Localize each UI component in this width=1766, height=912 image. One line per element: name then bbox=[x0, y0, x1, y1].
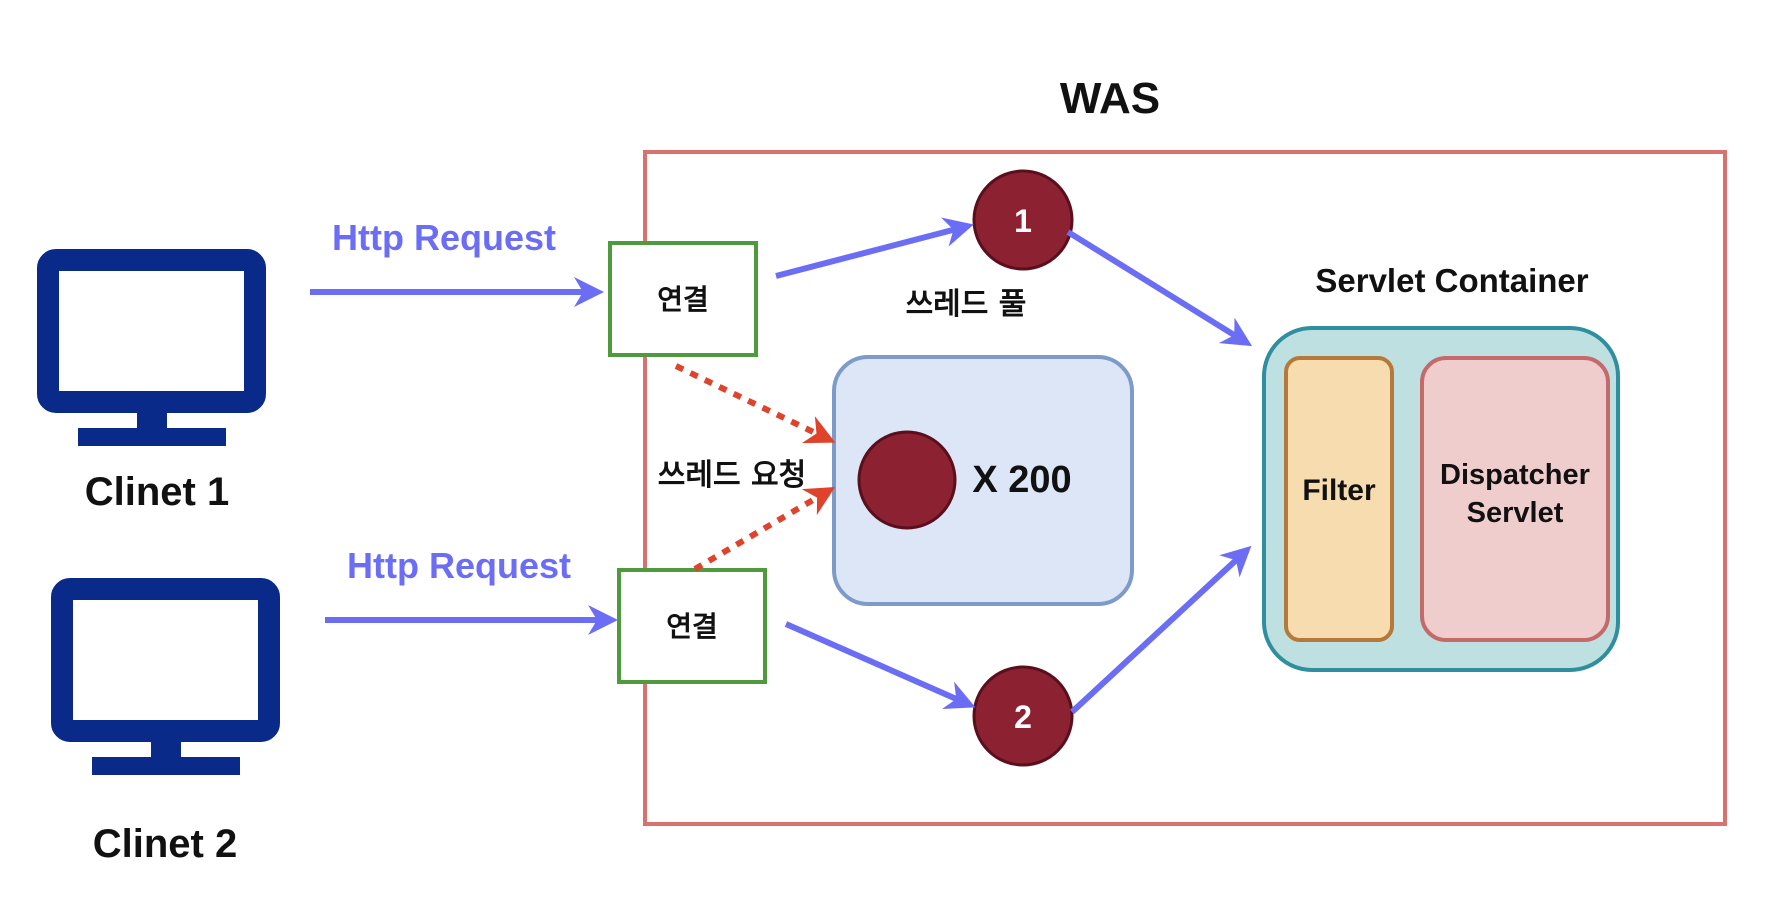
thread-1-to-container-arrow bbox=[1066, 229, 1253, 347]
connection-to-thread-1-arrow bbox=[775, 217, 974, 279]
connection-box-2 bbox=[617, 568, 767, 684]
was-boundary bbox=[643, 150, 1727, 826]
connection-to-thread-2-arrow bbox=[784, 621, 976, 710]
dispatcher-servlet-box bbox=[1420, 356, 1610, 642]
servlet-container-title: Servlet Container bbox=[1315, 262, 1588, 299]
thread-1-icon bbox=[972, 169, 1074, 271]
thread-pool-box bbox=[832, 355, 1134, 606]
filter-box bbox=[1284, 356, 1394, 642]
was-title: WAS bbox=[1060, 74, 1160, 123]
thread-request-arrow-1 bbox=[674, 363, 836, 444]
thread-2-icon bbox=[972, 665, 1074, 767]
client-1-label: Clinet 1 bbox=[85, 470, 229, 514]
monitor-icon bbox=[37, 249, 266, 446]
pool-thread-icon bbox=[857, 430, 957, 530]
http-request-label-1: Http Request bbox=[332, 217, 556, 258]
http-request-label-2: Http Request bbox=[347, 545, 571, 586]
thread-2-label: 2 bbox=[1014, 699, 1032, 735]
connection-box-1 bbox=[608, 241, 758, 357]
client-2-label: Clinet 2 bbox=[93, 822, 237, 866]
thread-1-label: 1 bbox=[1014, 203, 1032, 239]
thread-request-arrow-2 bbox=[693, 486, 836, 572]
monitor-icon bbox=[51, 578, 280, 775]
dispatcher-servlet-label-line2: Servlet bbox=[1467, 497, 1564, 529]
thread-2-to-container-arrow bbox=[1069, 545, 1252, 715]
connection-label-1: 연결 bbox=[657, 283, 709, 316]
dispatcher-servlet-label-line1: Dispatcher bbox=[1440, 459, 1590, 491]
connection-label-2: 연결 bbox=[666, 610, 718, 643]
thread-count-label: X 200 bbox=[972, 459, 1071, 501]
thread-request-label: 쓰레드 요청 bbox=[658, 458, 806, 493]
filter-label: Filter bbox=[1302, 474, 1376, 507]
thread-pool-label: 쓰레드 풀 bbox=[906, 287, 1027, 322]
